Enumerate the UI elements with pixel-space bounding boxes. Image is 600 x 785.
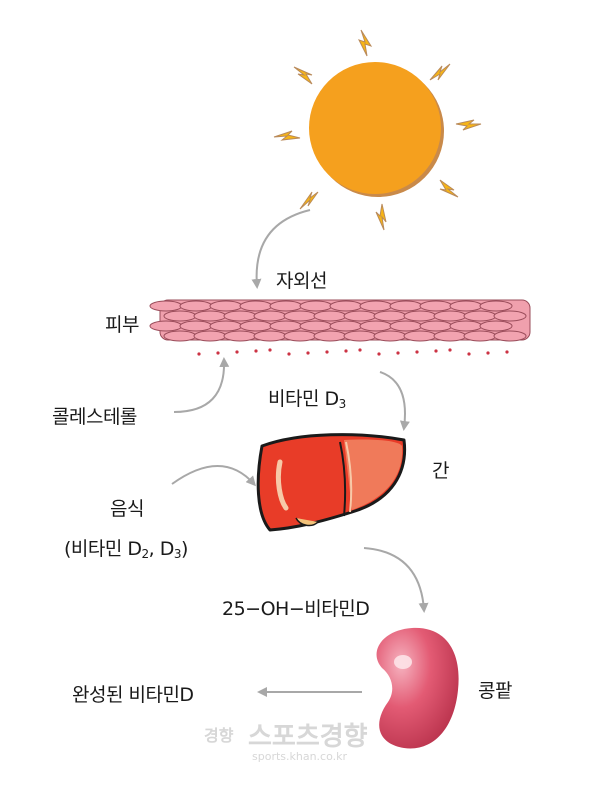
skin-cell bbox=[299, 300, 333, 312]
skin-cell bbox=[463, 310, 497, 322]
skin-cell bbox=[449, 320, 483, 332]
skin-cell bbox=[253, 310, 287, 322]
food-vitamin-text-c: ) bbox=[181, 538, 188, 560]
skin-dot bbox=[467, 352, 471, 356]
skin-dot bbox=[254, 349, 258, 353]
food-vitamin-text-b: , D bbox=[148, 538, 175, 560]
skin-cell bbox=[343, 330, 377, 342]
skin-cell bbox=[223, 310, 257, 322]
skin-dot bbox=[434, 349, 438, 353]
skin-dot bbox=[235, 350, 239, 354]
skin-cell bbox=[419, 300, 453, 312]
skin-cell bbox=[253, 330, 287, 342]
skin-cell bbox=[329, 320, 363, 332]
uv-arrow bbox=[251, 209, 311, 289]
skin-to-liver-arrow bbox=[379, 371, 410, 431]
skin-cell bbox=[403, 310, 437, 322]
skin-cell bbox=[223, 330, 257, 342]
oh-vitamin-d-label: 25−OH−비타민D bbox=[222, 598, 370, 620]
kidney-label: 콩팥 bbox=[478, 680, 512, 702]
skin-dots bbox=[197, 348, 509, 356]
skin-cell bbox=[149, 300, 183, 312]
skin-cell bbox=[209, 320, 243, 332]
skin-dot bbox=[325, 350, 329, 354]
skin-cell bbox=[299, 320, 333, 332]
skin-cell bbox=[403, 330, 437, 342]
vitamin-d3-subscript: 3 bbox=[338, 397, 347, 411]
skin-cell bbox=[163, 330, 197, 342]
skin-cell bbox=[269, 320, 303, 332]
skin-cell bbox=[329, 300, 363, 312]
skin-cell bbox=[373, 310, 407, 322]
food-vitamin-label: (비타민 D2, D3) bbox=[64, 534, 188, 561]
skin-cell bbox=[389, 320, 423, 332]
skin-cell bbox=[179, 320, 213, 332]
skin-cell bbox=[163, 310, 197, 322]
skin-dot bbox=[268, 348, 272, 352]
skin-cell bbox=[433, 310, 467, 322]
skin-cell bbox=[269, 300, 303, 312]
skin-cell bbox=[239, 300, 273, 312]
skin-cell bbox=[313, 330, 347, 342]
watermark-url: sports.khan.co.kr bbox=[252, 750, 348, 763]
skin-dot bbox=[377, 352, 381, 356]
skin-cell bbox=[239, 320, 273, 332]
skin-cell bbox=[373, 330, 407, 342]
liver-icon bbox=[256, 433, 407, 532]
skin-cell bbox=[313, 310, 347, 322]
liver-label: 간 bbox=[432, 460, 449, 482]
vitamin-d3-text: 비타민 D bbox=[268, 388, 339, 410]
skin-dot bbox=[415, 350, 419, 354]
food-label: 음식 bbox=[110, 498, 144, 520]
liver-to-oh-arrow bbox=[363, 547, 429, 613]
skin-cell bbox=[283, 330, 317, 342]
skin-cell bbox=[193, 330, 227, 342]
skin-dot bbox=[216, 351, 220, 355]
skin-cell bbox=[359, 300, 393, 312]
cholesterol-arrow bbox=[173, 357, 230, 413]
skin-cell bbox=[179, 300, 213, 312]
food-arrow bbox=[171, 465, 256, 487]
skin-dot bbox=[396, 351, 400, 355]
final-vitamin-d-label: 완성된 비타민D bbox=[72, 684, 194, 706]
skin-layer bbox=[149, 299, 531, 342]
skin-cell bbox=[479, 320, 513, 332]
watermark-brand: 스포츠경향 bbox=[248, 722, 368, 752]
skin-dot bbox=[287, 352, 291, 356]
vitamin-d3-label: 비타민 D3 bbox=[268, 384, 346, 411]
skin-cell bbox=[493, 310, 527, 322]
skin-dot bbox=[344, 349, 348, 353]
skin-cell bbox=[149, 320, 183, 332]
skin-cell bbox=[359, 320, 393, 332]
skin-dot bbox=[358, 348, 362, 352]
cholesterol-label: 콜레스테롤 bbox=[52, 406, 137, 428]
skin-cell bbox=[433, 330, 467, 342]
skin-cell bbox=[283, 310, 317, 322]
skin-cell bbox=[193, 310, 227, 322]
skin-cell bbox=[493, 330, 527, 342]
skin-cell bbox=[209, 300, 243, 312]
skin-cell bbox=[389, 300, 423, 312]
food-vitamin-sub-1: 2 bbox=[141, 547, 150, 561]
sun-icon bbox=[273, 29, 482, 231]
food-vitamin-sub-2: 3 bbox=[173, 547, 182, 561]
kidney-icon bbox=[376, 627, 459, 749]
skin-cell bbox=[419, 320, 453, 332]
skin-cell bbox=[449, 300, 483, 312]
skin-dot bbox=[486, 351, 490, 355]
skin-dot bbox=[197, 352, 201, 356]
food-vitamin-text-a: (비타민 D bbox=[64, 538, 142, 560]
skin-dot bbox=[306, 351, 310, 355]
skin-cell bbox=[343, 310, 377, 322]
watermark-logo: 경향 bbox=[204, 726, 234, 745]
skin-cell bbox=[479, 300, 513, 312]
uv-label: 자외선 bbox=[276, 270, 327, 292]
skin-label: 피부 bbox=[105, 314, 139, 336]
skin-dot bbox=[448, 348, 452, 352]
skin-cell bbox=[463, 330, 497, 342]
skin-dot bbox=[505, 350, 509, 354]
